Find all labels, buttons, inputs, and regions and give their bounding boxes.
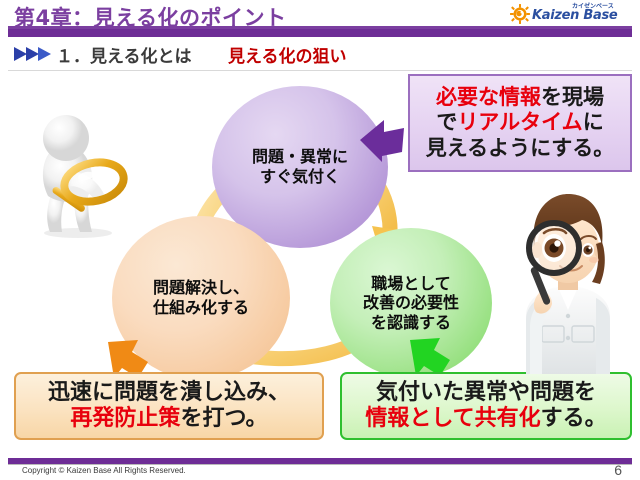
callout-purple-line2: でリアルタイムに (436, 110, 604, 135)
callout-green: 気付いた異常や問題を 情報として共有化する。 (340, 372, 632, 440)
triple-chevron-icon (14, 47, 51, 61)
callout-orange-line2: 再発防止策を打つ。 (70, 406, 268, 431)
section-number: １．見える化とは (56, 47, 192, 67)
logo-wordmark: Kaizen Base (532, 8, 618, 23)
cycle-node-awareness[interactable]: 問題・異常に すぐ気付く (212, 86, 388, 248)
woman-with-magnifier-illustration (526, 194, 610, 374)
cycle-orange-line1: 問題解決し、 (152, 278, 249, 298)
callout-green-line2: 情報として共有化する。 (365, 406, 607, 431)
3d-figure-with-magnifier-illustration (42, 115, 128, 238)
callout-green-line1: 気付いた異常や問題を (375, 379, 596, 405)
cycle-node-resolution[interactable]: 問題解決し、 仕組み化する (112, 216, 290, 380)
kaizen-base-logo: カイゼンベース Kaizen Base (510, 2, 632, 26)
cycle-purple-line2: すぐ気付く (259, 167, 340, 186)
cycle-green-line2: 改善の必要性 (362, 293, 459, 313)
cycle-green-line1: 職場として (371, 273, 451, 293)
callout-purple: 必要な情報を現場 でリアルタイムに 見えるようにする。 (408, 74, 632, 172)
callout-purple-line1: 必要な情報を現場 (436, 85, 604, 110)
footer-bar (8, 458, 632, 464)
section-highlight: 見える化の狙い (228, 47, 347, 67)
logo-kana: カイゼンベース (572, 3, 614, 10)
cycle-node-recognition[interactable]: 職場として 改善の必要性 を認識する (330, 228, 492, 378)
section-divider (8, 70, 632, 71)
cycle-orange-line2: 仕組み化する (152, 298, 249, 317)
sun-gear-icon (510, 4, 530, 24)
cycle-purple-line1: 問題・異常に (251, 147, 348, 167)
cycle-green-line3: を認識する (370, 312, 451, 332)
callout-orange-line1: 迅速に問題を潰し込み、 (47, 379, 290, 405)
copyright-text: Copyright © Kaizen Base All Rights Reser… (22, 466, 186, 475)
callout-purple-line3: 見えるようにする。 (425, 135, 615, 160)
header-bar (8, 29, 632, 37)
footer-divider (8, 464, 632, 465)
callout-orange: 迅速に問題を潰し込み、 再発防止策を打つ。 (14, 372, 324, 440)
header-rule (8, 26, 632, 29)
page-number: 6 (614, 462, 622, 478)
